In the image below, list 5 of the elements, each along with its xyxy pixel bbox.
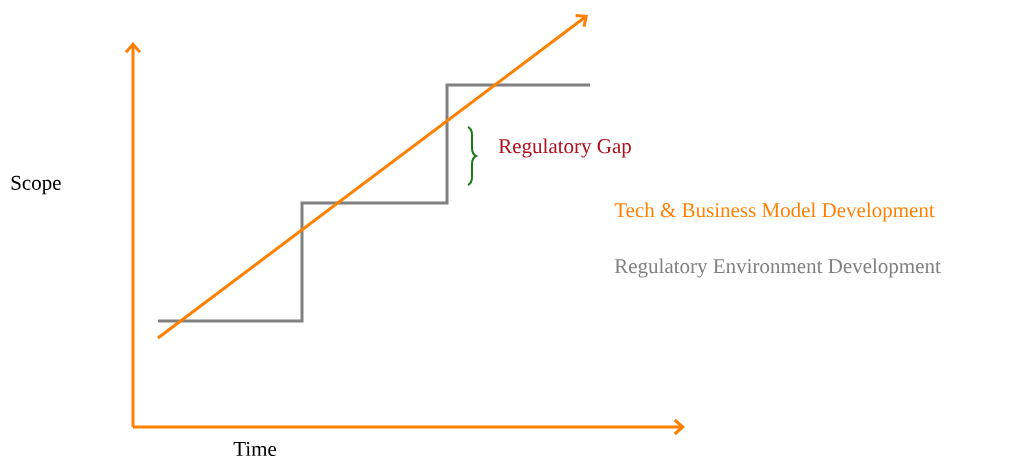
series-label: Regulatory Environment Development bbox=[614, 258, 941, 278]
axis-label: Time bbox=[233, 441, 277, 457]
axis-label: Scope bbox=[11, 175, 61, 195]
series-label: Tech & Business Model Development bbox=[614, 202, 935, 222]
gap-label: Regulatory Gap bbox=[498, 138, 631, 158]
